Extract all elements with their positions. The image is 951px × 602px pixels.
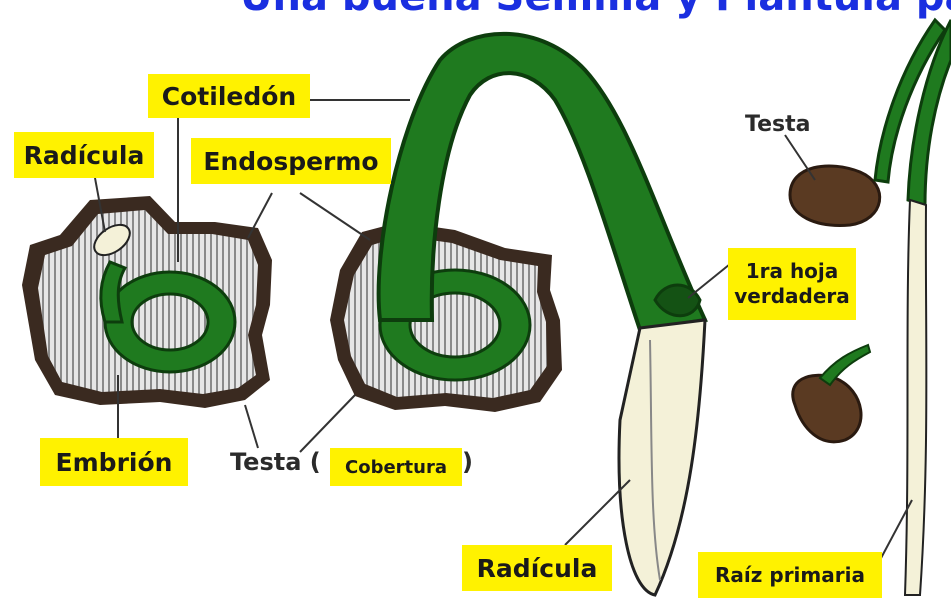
seedling-radicle <box>619 320 705 595</box>
label-embrion: Embrión <box>40 438 188 486</box>
label-cotiledon: Cotiledón <box>148 74 310 118</box>
seed-1 <box>22 196 272 408</box>
label-primera-hoja-line1: 1ra hoja <box>746 259 839 284</box>
plantlet-2-stem <box>820 345 870 385</box>
seed-1-endosperm-core <box>148 307 192 337</box>
leader-testa-1 <box>245 405 258 448</box>
label-primera-hoja: 1ra hoja verdadera <box>728 248 856 320</box>
label-testa-right: Testa <box>745 112 810 137</box>
leader-endospermo-1 <box>248 193 272 238</box>
label-primera-hoja-line2: verdadera <box>734 284 850 309</box>
label-testa-suffix: ) <box>462 448 473 476</box>
label-radicula-top: Radícula <box>14 132 154 178</box>
seed-2-endosperm-core <box>430 308 480 342</box>
seed-2 <box>330 34 705 595</box>
label-radicula-bottom: Radícula <box>462 545 612 591</box>
label-endospermo: Endospermo <box>191 138 391 184</box>
plantlet-2-seed <box>793 375 861 441</box>
label-cobertura: Cobertura <box>330 448 462 486</box>
leader-testa-2 <box>300 395 355 452</box>
label-testa-prefix: Testa ( <box>230 448 321 476</box>
leader-endospermo-2 <box>300 193 370 240</box>
plantlet-3-root <box>905 200 926 595</box>
label-raiz-primaria: Raíz primaria <box>698 552 882 598</box>
plantlet-1-seed <box>790 166 880 225</box>
